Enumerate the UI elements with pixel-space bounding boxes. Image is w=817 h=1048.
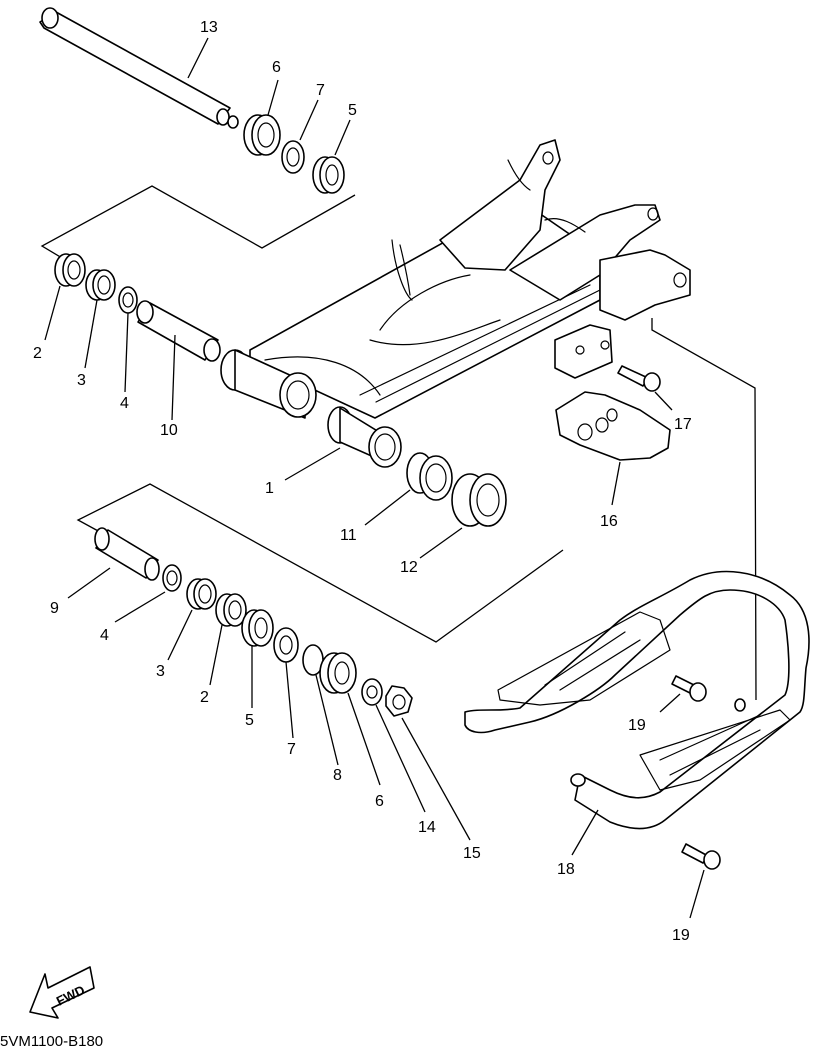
callout-18: 18 — [557, 861, 575, 878]
callout-7-upper: 7 — [316, 82, 325, 99]
bushing-11 — [406, 452, 453, 501]
bolt-19-upper — [671, 675, 707, 702]
bearing-2-upper — [54, 253, 86, 287]
washer-14 — [361, 678, 383, 706]
callout-15: 15 — [463, 845, 481, 862]
callout-4-upper: 4 — [120, 395, 129, 412]
callout-16: 16 — [600, 513, 618, 530]
callout-11: 11 — [340, 527, 357, 544]
bolt-17 — [617, 365, 661, 392]
collar-10 — [136, 300, 221, 362]
dust-seal-12 — [451, 473, 507, 527]
callout-5-upper: 5 — [348, 102, 357, 119]
right-guide-lines — [651, 318, 757, 701]
callout-12: 12 — [400, 559, 418, 576]
collar-9 — [94, 527, 160, 581]
washer-7-upper — [281, 140, 305, 174]
nut-15 — [385, 685, 413, 717]
collar-6-lower — [319, 652, 357, 694]
callout-3-upper: 3 — [77, 372, 86, 389]
bushing-3-upper — [85, 269, 116, 301]
callout-1: 1 — [265, 480, 274, 497]
swingarm-1 — [220, 139, 691, 468]
oil-seal-5-lower — [241, 609, 274, 647]
bushing-3-lower — [186, 578, 217, 610]
callout-6-upper: 6 — [272, 59, 281, 76]
callout-6-lower: 6 — [375, 793, 384, 810]
callout-14: 14 — [418, 819, 436, 836]
callout-4-lower: 4 — [100, 627, 109, 644]
callout-9: 9 — [50, 600, 59, 617]
bolt-19-lower — [681, 843, 721, 870]
callouts: 13 6 7 5 2 3 4 10 1 11 12 16 17 9 4 3 2 … — [33, 19, 692, 944]
upper-bracket-lines — [40, 185, 356, 259]
callout-5-lower: 5 — [245, 712, 254, 729]
callout-2-upper: 2 — [33, 345, 42, 362]
oil-seal-5-upper — [312, 156, 345, 194]
bearing-2-lower — [215, 593, 247, 627]
fwd-arrow-icon: FWD — [29, 966, 95, 1019]
callout-7-lower: 7 — [287, 741, 296, 758]
callout-13: 13 — [200, 19, 218, 36]
pivot-shaft-13 — [39, 7, 239, 129]
collar-6-upper — [243, 114, 281, 156]
callout-17: 17 — [674, 416, 692, 433]
leader-lines — [44, 37, 705, 919]
washer-7-lower — [273, 627, 299, 663]
rear-grab-bar-18 — [464, 570, 810, 830]
thrust-washer-4-lower — [162, 564, 182, 592]
callout-19-upper: 19 — [628, 717, 646, 734]
thrust-washer-4-upper — [118, 286, 138, 314]
callout-2-lower: 2 — [200, 689, 209, 706]
callout-8: 8 — [333, 767, 342, 784]
chain-guard-16 — [555, 391, 671, 461]
drawing-code: 5VM1100-B180 — [0, 1033, 103, 1048]
callout-3-lower: 3 — [156, 663, 165, 680]
callout-19-lower: 19 — [672, 927, 690, 944]
lower-bracket-lines — [76, 483, 564, 643]
callout-10: 10 — [160, 422, 178, 439]
